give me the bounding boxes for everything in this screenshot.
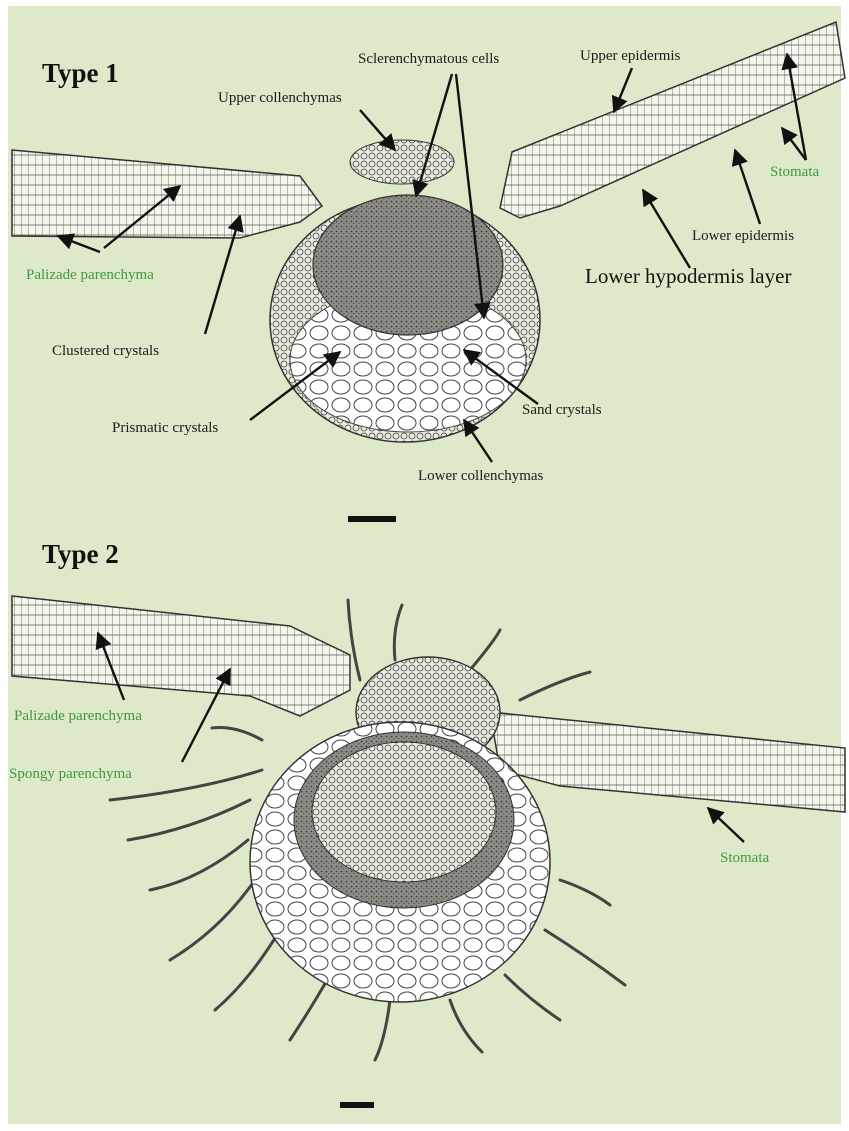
type1-scale-bar bbox=[348, 516, 396, 522]
label-clustered-crystals: Clustered crystals bbox=[52, 343, 159, 359]
label-lower-hypodermis-layer: Lower hypodermis layer bbox=[585, 264, 791, 288]
type1-title: Type 1 bbox=[42, 58, 119, 88]
type2-vascular-core bbox=[312, 742, 496, 882]
label-palisade-parenchyma-type1: Palizade parenchyma bbox=[26, 267, 154, 283]
label-lower-epidermis: Lower epidermis bbox=[692, 228, 794, 244]
type1-upper-collenchyma bbox=[350, 140, 454, 184]
label-sand-crystals: Sand crystals bbox=[522, 402, 602, 418]
type2-title: Type 2 bbox=[42, 539, 119, 569]
label-prismatic-crystals: Prismatic crystals bbox=[112, 420, 218, 436]
label-stomata-type2: Stomata bbox=[720, 850, 770, 866]
label-upper-epidermis: Upper epidermis bbox=[580, 48, 681, 64]
label-spongy-parenchyma: Spongy parenchyma bbox=[9, 766, 132, 782]
label-palisade-parenchyma-type2: Palizade parenchyma bbox=[14, 708, 142, 724]
label-sclerenchymatous-cells: Sclerenchymatous cells bbox=[358, 51, 499, 67]
label-upper-collenchymas: Upper collenchymas bbox=[218, 90, 342, 106]
label-lower-collenchymas: Lower collenchymas bbox=[418, 468, 544, 484]
label-stomata-type1: Stomata bbox=[770, 164, 820, 180]
type1-sclerenchyma-core bbox=[313, 195, 503, 335]
type2-scale-bar bbox=[340, 1102, 374, 1108]
